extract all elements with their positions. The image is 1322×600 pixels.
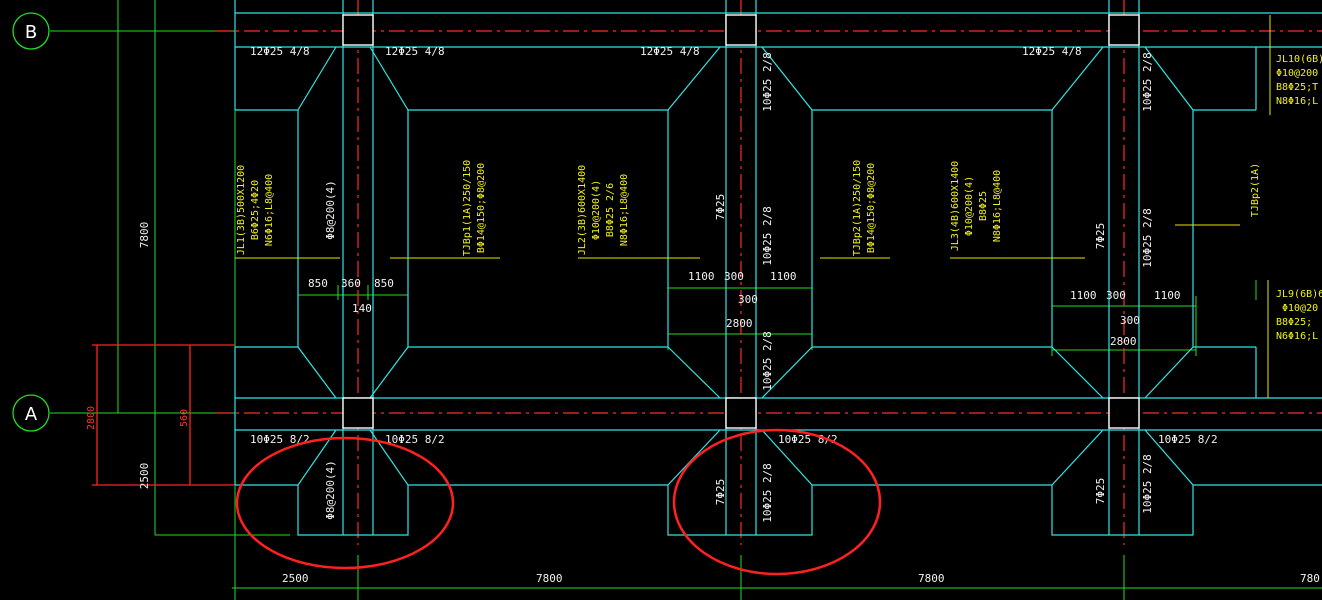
jl3-line-2: Φ10@200(4) <box>964 176 975 236</box>
rebar-top-b-far: 12Φ25 4/8 <box>1022 45 1082 58</box>
rebar-7-mid-lower: 7Φ25 <box>714 479 727 506</box>
stirrup-lower-left: Φ8@200(4) <box>324 460 337 520</box>
jl2-line-1: JL2(3B)600X1400 <box>577 165 588 255</box>
rebar-vert-right-bottom: 10Φ25 2/8 <box>1141 454 1154 514</box>
tjbp2-line-1: TJBp2(1A)250/150 <box>852 160 863 256</box>
dim-2800-red: 2800 <box>86 406 97 430</box>
rebar-top-b-left: 12Φ25 4/8 <box>250 45 310 58</box>
axis-b-label: B <box>25 22 37 43</box>
jl3-line-1: JL3(4B)600X1400 <box>950 161 961 251</box>
dimension-lines <box>50 0 1322 600</box>
rebar-vert-mid-center: 10Φ25 2/8 <box>761 206 774 266</box>
dim-1100-mid-left: 1100 <box>688 270 715 283</box>
rebar-annotations: 12Φ25 4/8 12Φ25 4/8 12Φ25 4/8 12Φ25 4/8 … <box>250 45 1320 585</box>
jl1-line-1: JL1(3B)500X1200 <box>236 165 247 255</box>
rebar-bot-a-left: 10Φ25 8/2 <box>250 433 310 446</box>
dim-1100-mid-right: 1100 <box>770 270 797 283</box>
beam-label-jl1: JL1(3B)500X1200 B6Φ25;4Φ20 N6Φ16;L8@400 <box>236 165 275 255</box>
jl2-line-2: Φ10@200(4) <box>591 180 602 240</box>
dim-2800-right: 2800 <box>1110 335 1137 348</box>
dim-780-bottom-3: 780 <box>1300 572 1320 585</box>
dim-2800-mid: 2800 <box>726 317 753 330</box>
rebar-7-right-upper: 7Φ25 <box>1094 223 1107 250</box>
dim-850-left: 850 <box>308 277 328 290</box>
rebar-vert-mid-bottom: 10Φ25 2/8 <box>761 463 774 523</box>
jl10-line-4: N8Φ16;L <box>1276 96 1318 107</box>
jl10-line-3: B8Φ25;T <box>1276 82 1318 93</box>
annotation-circle-left <box>235 436 455 570</box>
beam-label-tjbp1: TJBp1(1A)250/150 BΦ14@150;Φ8@200 <box>462 160 487 256</box>
jl9-line-4: N6Φ16;L <box>1276 331 1318 342</box>
dim-300-mid-2: 300 <box>738 293 758 306</box>
jl2-line-4: N8Φ16;L8@400 <box>619 174 630 246</box>
tjbp1-line-1: TJBp1(1A)250/150 <box>462 160 473 256</box>
tjbp2-right-line: TJBp2(1A) <box>1250 163 1261 217</box>
beam-label-tjbp2: TJBp2(1A)250/150 BΦ14@150;Φ8@200 <box>852 160 877 256</box>
rebar-vert-mid-lower: 10Φ25 2/8 <box>761 331 774 391</box>
jl9-line-3: B8Φ25; <box>1276 317 1312 328</box>
jl2-line-3: B8Φ25 2/6 <box>605 183 616 237</box>
dim-560-red: 560 <box>179 409 190 427</box>
foundation-outlines <box>234 0 1322 536</box>
annotation-circle-middle <box>672 428 882 576</box>
beam-label-tjbp2-right: TJBp2(1A) <box>1250 163 1261 217</box>
beam-label-jl3: JL3(4B)600X1400 Φ10@200(4) B8Φ25 N8Φ16;L… <box>950 161 1003 251</box>
dim-2500-bottom: 2500 <box>282 572 309 585</box>
rotated-annotations: 7800 2500 2800 560 Φ8@200(4) Φ8@200(4) 1… <box>86 52 1154 523</box>
beam-label-jl2: JL2(3B)600X1400 Φ10@200(4) B8Φ25 2/6 N8Φ… <box>577 165 630 255</box>
dim-1100-right-left: 1100 <box>1070 289 1097 302</box>
rebar-bot-a-right: 10Φ25 8/2 <box>385 433 445 446</box>
jl9-line-1: JL9(6B)6 <box>1276 289 1322 300</box>
rebar-7-right-lower: 7Φ25 <box>1094 478 1107 505</box>
rebar-top-b-mid: 12Φ25 4/8 <box>640 45 700 58</box>
axis-a-bubble: A <box>12 394 50 432</box>
jl10-line-1: JL10(6B) <box>1276 54 1322 65</box>
dim-2500-vertical: 2500 <box>138 463 151 490</box>
jl1-line-2: B6Φ25;4Φ20 <box>250 180 261 240</box>
dim-7800-bottom-2: 7800 <box>918 572 945 585</box>
dim-300-mid: 300 <box>724 270 744 283</box>
dim-7800-bottom-1: 7800 <box>536 572 563 585</box>
dim-1100-right-right: 1100 <box>1154 289 1181 302</box>
beam-label-jl9: JL9(6B)6 Φ10@20 B8Φ25; N6Φ16;L <box>1276 289 1322 342</box>
jl3-line-4: N8Φ16;L8@400 <box>992 170 1003 242</box>
axis-a-label: A <box>25 404 38 425</box>
dim-7800-vertical: 7800 <box>138 222 151 249</box>
stirrup-upper-left: Φ8@200(4) <box>324 180 337 240</box>
dim-140: 140 <box>352 302 372 315</box>
dim-360: 360 <box>341 277 361 290</box>
jl10-line-2: Φ10@200 <box>1276 68 1318 79</box>
jl1-line-3: N6Φ16;L8@400 <box>264 174 275 246</box>
tjbp1-line-2: BΦ14@150;Φ8@200 <box>476 163 487 253</box>
rebar-vert-right-upper: 10Φ25 2/8 <box>1141 52 1154 112</box>
rebar-7-mid-upper: 7Φ25 <box>714 194 727 221</box>
beam-label-jl10: JL10(6B) Φ10@200 B8Φ25;T N8Φ16;L <box>1276 54 1322 107</box>
rebar-vert-right-center: 10Φ25 2/8 <box>1141 208 1154 268</box>
rebar-top-b-right: 12Φ25 4/8 <box>385 45 445 58</box>
dim-300-right-2: 300 <box>1120 314 1140 327</box>
rebar-vert-mid-upper: 10Φ25 2/8 <box>761 52 774 112</box>
side-dimensions <box>92 344 235 486</box>
column-squares <box>342 14 1140 429</box>
jl9-line-2: Φ10@20 <box>1282 303 1318 314</box>
dim-850-right: 850 <box>374 277 394 290</box>
dim-300-right: 300 <box>1106 289 1126 302</box>
leader-lines <box>235 15 1271 398</box>
tjbp2-line-2: BΦ14@150;Φ8@200 <box>866 163 877 253</box>
rebar-bot-a-far: 10Φ25 8/2 <box>1158 433 1218 446</box>
jl3-line-3: B8Φ25 <box>978 191 989 221</box>
axis-b-bubble: B <box>12 12 50 50</box>
